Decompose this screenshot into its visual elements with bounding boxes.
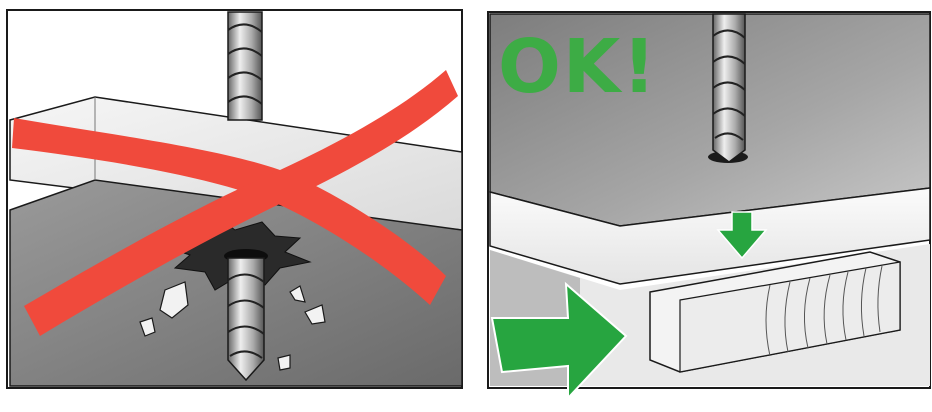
ok-label: OK! [498, 24, 658, 110]
drill-bit-icon [228, 12, 262, 120]
wrong-method-panel [0, 0, 470, 412]
drill-bit-tip-icon [228, 258, 264, 380]
correct-method-illustration: OK! [470, 0, 932, 412]
drill-bit-icon [708, 14, 748, 163]
correct-method-panel: OK! [470, 0, 932, 412]
wrong-method-illustration [0, 0, 470, 412]
